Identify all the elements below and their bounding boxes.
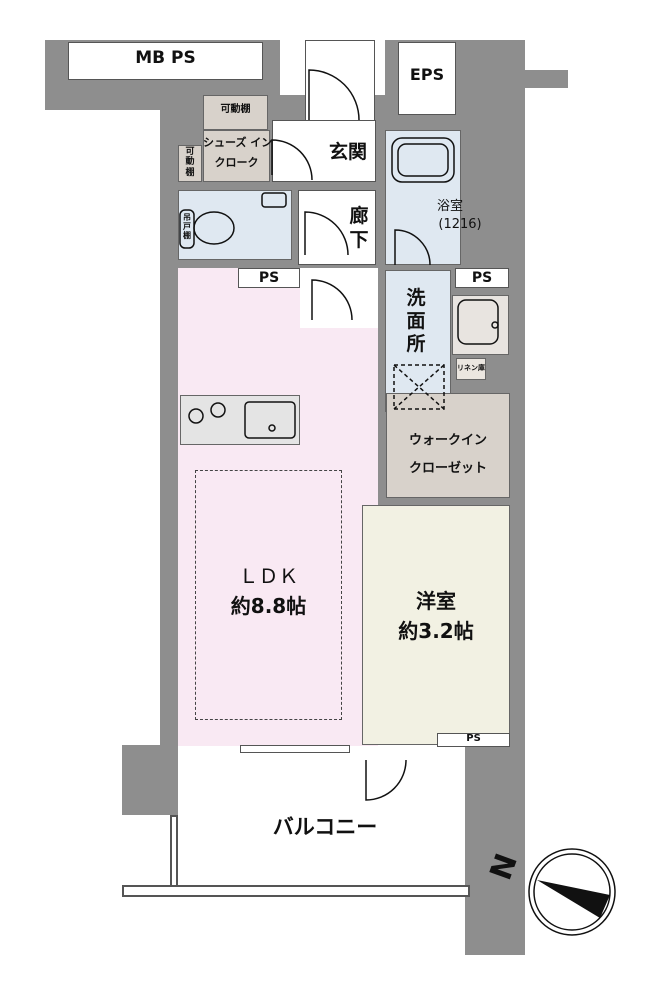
toilet-bowl bbox=[193, 211, 235, 245]
balcony bbox=[178, 745, 465, 885]
hall-door-area bbox=[300, 268, 378, 328]
washroom-label-2: 面 bbox=[406, 310, 426, 332]
wall bbox=[122, 745, 178, 815]
bath-door-swing bbox=[394, 229, 431, 266]
shelf-label: 可動棚 bbox=[220, 104, 251, 115]
wic-label-1: ウォークイン bbox=[408, 433, 487, 448]
stove-burner bbox=[188, 408, 204, 424]
washroom-label-1: 洗 bbox=[406, 287, 426, 309]
wall bbox=[520, 70, 568, 88]
entrance-door-swing bbox=[308, 69, 360, 121]
ldk-label: ＬＤＫ bbox=[238, 564, 299, 588]
hallway bbox=[298, 190, 376, 265]
shoes-closet-label-2: クローク bbox=[214, 156, 259, 169]
mb-ps bbox=[68, 42, 263, 80]
hall-door-swing bbox=[304, 211, 349, 256]
closet-door-swing bbox=[271, 139, 313, 181]
linen-label: リネン庫 bbox=[457, 364, 485, 372]
ps-ldk-label: PS bbox=[258, 270, 280, 286]
western-room-label: 洋室 bbox=[416, 589, 456, 613]
shelf-side-label: 可 動 棚 bbox=[185, 147, 195, 178]
western-room bbox=[362, 505, 510, 745]
western-door-swing bbox=[365, 759, 407, 801]
movable-shelf-side bbox=[178, 145, 202, 182]
toilet-sink bbox=[261, 192, 287, 208]
stove-burner bbox=[210, 402, 226, 418]
ps-western-label: PS bbox=[466, 733, 481, 744]
walk-in-closet bbox=[386, 393, 510, 498]
washroom-label-3: 所 bbox=[406, 333, 426, 355]
bathroom-size: (1216) bbox=[438, 217, 482, 232]
shoes-in-closet bbox=[203, 130, 270, 182]
wic-label-2: クローゼット bbox=[408, 461, 487, 476]
entrance bbox=[272, 120, 376, 182]
toilet bbox=[178, 190, 292, 260]
hanging-shelf bbox=[179, 209, 195, 249]
balcony-rail bbox=[122, 885, 470, 897]
washbasin bbox=[452, 295, 509, 355]
rug-outline bbox=[195, 470, 342, 720]
wall bbox=[465, 745, 525, 955]
washer-pan bbox=[393, 364, 445, 410]
linen-closet bbox=[456, 358, 486, 380]
kitchen-sink bbox=[244, 401, 296, 439]
ps-ldk-box bbox=[238, 268, 300, 288]
ps-western-box bbox=[437, 733, 510, 747]
washroom bbox=[385, 270, 451, 412]
balcony-label: バルコニー bbox=[272, 815, 378, 839]
movable-shelf bbox=[203, 95, 268, 130]
ps-bath-label: PS bbox=[471, 270, 493, 286]
compass-needle bbox=[537, 880, 610, 918]
ldk-door-swing bbox=[311, 279, 353, 321]
window-sash bbox=[240, 745, 350, 753]
bathroom-label: 浴室 bbox=[436, 199, 463, 214]
kitchen-counter bbox=[180, 395, 300, 445]
ps-bath-box bbox=[455, 268, 509, 288]
ldk bbox=[178, 268, 378, 746]
shoes-closet-label-1: シューズ イン bbox=[203, 136, 273, 149]
compass-ring bbox=[528, 848, 616, 936]
hallway-label-2: 下 bbox=[349, 229, 369, 251]
ldk-size: 約8.8帖 bbox=[230, 594, 307, 618]
hanging-shelf-label: 吊 戸 棚 bbox=[183, 213, 191, 241]
bathtub bbox=[391, 137, 455, 183]
entrance-label: 玄関 bbox=[328, 141, 367, 163]
eps bbox=[398, 42, 456, 115]
balcony-rail bbox=[170, 815, 178, 887]
western-room-size: 約3.2帖 bbox=[398, 619, 474, 643]
eps-label: EPS bbox=[409, 65, 445, 84]
hallway-label-1: 廊 bbox=[349, 205, 369, 227]
mb-ps-label: MB PS bbox=[135, 48, 196, 68]
